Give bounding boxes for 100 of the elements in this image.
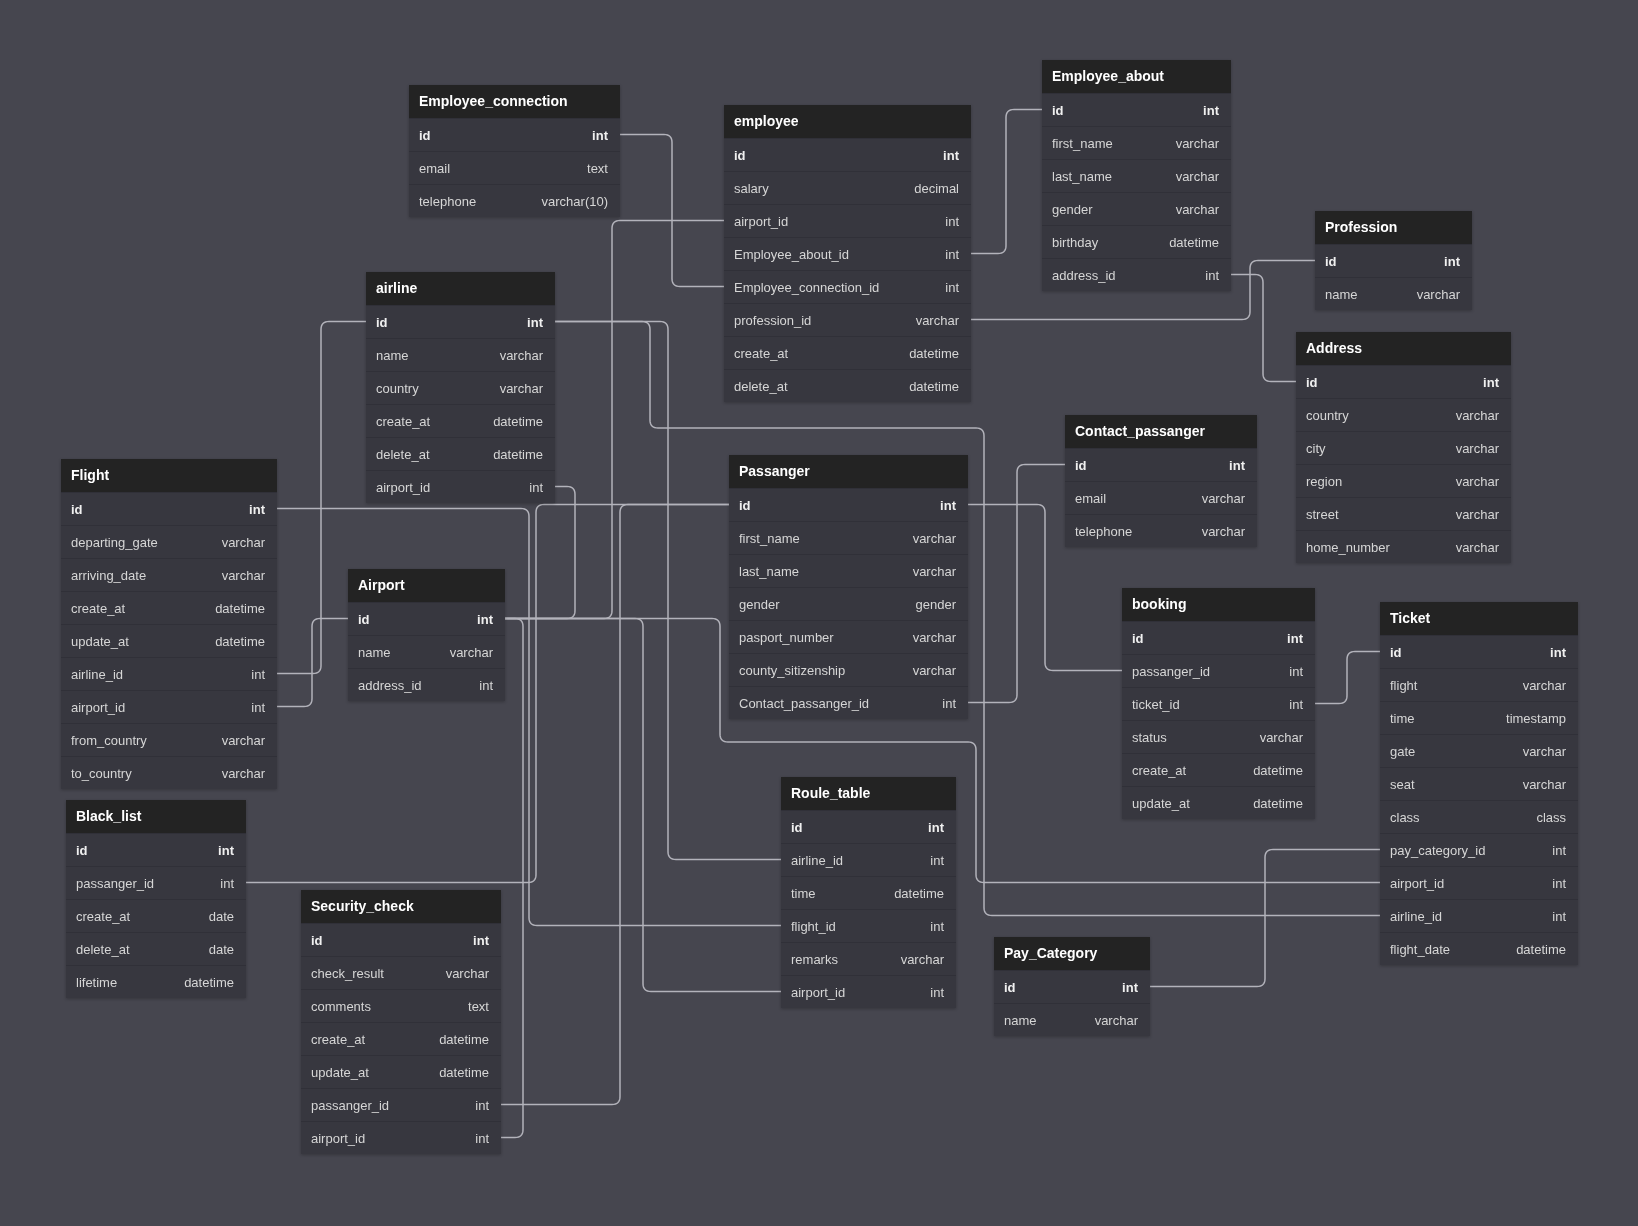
column-name: update_at — [71, 633, 129, 649]
column-name: name — [376, 347, 409, 363]
relationship-line — [276, 320, 367, 675]
column-name: airport_id — [376, 479, 431, 495]
column-name: profession_id — [734, 312, 812, 328]
column-name: airport_id — [734, 213, 789, 229]
column-name: airport_id — [1390, 875, 1445, 891]
column-type: int — [943, 147, 959, 163]
table-header: Flight — [61, 459, 277, 492]
table-header: Employee_connection — [409, 85, 620, 118]
column-name: update_at — [311, 1064, 369, 1080]
column-name: county_sitizenship — [739, 662, 846, 678]
column-type: datetime — [1169, 234, 1219, 250]
column-type: int — [220, 875, 234, 891]
column-type: int — [1552, 875, 1566, 891]
column-name: arriving_date — [71, 567, 147, 583]
column-type: varchar — [912, 662, 956, 678]
column-name: id — [1132, 630, 1144, 646]
column-name: last_name — [739, 563, 799, 579]
column-type: text — [587, 160, 608, 176]
column-type: varchar — [1455, 539, 1499, 555]
column-name: id — [419, 127, 431, 143]
column-name: id — [1325, 253, 1337, 269]
column-type: int — [945, 246, 959, 262]
column-type: decimal — [914, 180, 959, 196]
table-header: employee — [724, 105, 971, 138]
column-name: delete_at — [376, 446, 430, 462]
column-type: datetime — [215, 600, 265, 616]
column-type: int — [928, 819, 944, 835]
column-name: delete_at — [734, 378, 788, 394]
column-type: datetime — [909, 345, 959, 361]
column-name: gender — [1052, 201, 1093, 217]
relationship-line — [967, 503, 1123, 672]
column-type: int — [945, 279, 959, 295]
column-type: datetime — [1253, 795, 1303, 811]
table-header: Contact_passanger — [1065, 415, 1257, 448]
column-type: datetime — [493, 413, 543, 429]
column-type: varchar — [221, 765, 265, 781]
relationship-line — [500, 617, 524, 1139]
column-name: passanger_id — [1132, 663, 1211, 679]
column-type: varchar — [900, 951, 944, 967]
column-name: time — [1390, 710, 1415, 726]
column-name: telephone — [1075, 523, 1133, 539]
table-header: booking — [1122, 588, 1315, 621]
column-type: datetime — [439, 1064, 489, 1080]
column-type: int — [940, 497, 956, 513]
entity-table — [729, 455, 968, 719]
column-type: int — [930, 852, 944, 868]
column-name: gender — [739, 596, 780, 612]
column-type: varchar — [915, 312, 959, 328]
entity-table — [301, 890, 501, 1154]
column-name: passanger_id — [76, 875, 155, 891]
column-type: varchar — [1455, 506, 1499, 522]
relationship-line — [1314, 650, 1381, 705]
table-header: Profession — [1315, 211, 1472, 244]
column-type: datetime — [493, 446, 543, 462]
column-type: varchar — [1455, 407, 1499, 423]
column-name: gate — [1390, 743, 1416, 759]
column-name: name — [1325, 286, 1358, 302]
entity-table — [1380, 602, 1578, 965]
table-header: Pay_Category — [994, 937, 1150, 970]
column-name: Employee_about_id — [734, 246, 849, 262]
column-name: id — [791, 819, 803, 835]
column-type: int — [1203, 102, 1219, 118]
table-header: Security_check — [301, 890, 501, 923]
column-name: airline_id — [791, 852, 844, 868]
table-header: Employee_about — [1042, 60, 1231, 93]
column-type: gender — [915, 596, 956, 612]
column-type: int — [945, 213, 959, 229]
column-name: pay_category_id — [1390, 842, 1486, 858]
column-name: email — [419, 160, 451, 176]
column-name: to_country — [71, 765, 132, 781]
column-type: int — [477, 611, 493, 627]
column-name: id — [358, 611, 370, 627]
column-type: date — [208, 941, 234, 957]
column-type: datetime — [1516, 941, 1566, 957]
relationship-line — [1230, 273, 1297, 383]
column-type: int — [475, 1130, 489, 1146]
column-name: id — [734, 147, 746, 163]
column-type: varchar — [499, 380, 543, 396]
column-type: int — [930, 918, 944, 934]
column-name: street — [1306, 506, 1339, 522]
table-header: Ticket — [1380, 602, 1578, 635]
column-type: int — [1205, 267, 1219, 283]
column-type: text — [468, 998, 489, 1014]
column-name: salary — [734, 180, 769, 196]
column-type: varchar — [1522, 776, 1566, 792]
column-name: remarks — [791, 951, 838, 967]
column-name: id — [1390, 644, 1402, 660]
column-type: int — [1289, 696, 1303, 712]
column-type: varchar — [221, 732, 265, 748]
entity-table — [61, 459, 277, 789]
table-header: Address — [1296, 332, 1511, 365]
entity-table — [366, 272, 555, 503]
column-name: lifetime — [76, 974, 118, 990]
entity-table — [781, 777, 956, 1008]
column-type: int — [251, 666, 265, 682]
relationship-line — [967, 463, 1066, 704]
column-type: datetime — [909, 378, 959, 394]
column-type: int — [473, 932, 489, 948]
